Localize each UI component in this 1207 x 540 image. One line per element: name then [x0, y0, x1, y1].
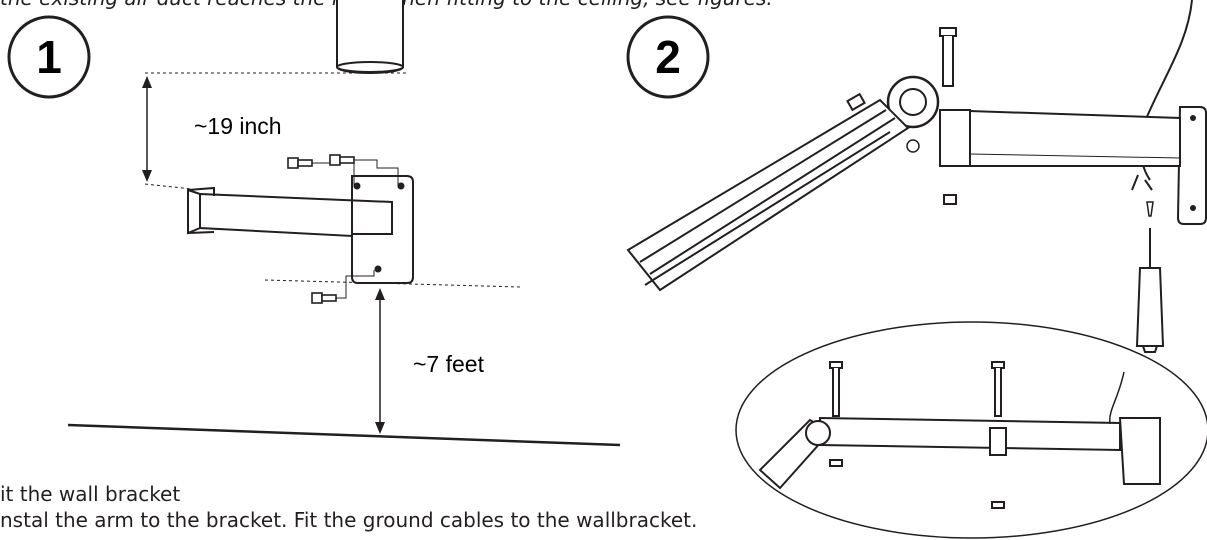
nut-icon — [943, 194, 957, 205]
detail-inset — [735, 321, 1207, 539]
wall-bracket — [1176, 106, 1207, 225]
step-1-badge: 1 — [7, 15, 91, 99]
step-1-caption: it the wall bracket — [0, 482, 181, 506]
measure-19-inch-label: ~19 inch — [194, 113, 282, 139]
screw-icon — [329, 154, 399, 186]
air-duct — [336, 0, 404, 74]
bracket-top-ref-line — [144, 183, 193, 190]
step-1-figure: 1 ~19 inch — [7, 0, 621, 447]
measure-19-inch-arrow — [142, 76, 152, 182]
swing-arm — [626, 92, 910, 292]
step-1-number: 1 — [36, 31, 62, 83]
step-2-caption: nstal the arm to the bracket. Fit the gr… — [0, 508, 698, 532]
measure-7-feet-label: ~7 feet — [413, 351, 485, 377]
bolt-icon — [939, 27, 957, 87]
screw-icon — [311, 270, 375, 304]
step-2-number: 2 — [655, 31, 681, 83]
pivot-joint — [886, 75, 940, 153]
wall-bracket — [187, 175, 414, 284]
step-2-badge: 2 — [626, 15, 710, 99]
screw-icon — [1146, 201, 1154, 217]
floor-line — [67, 423, 621, 447]
screwdriver-icon — [1135, 228, 1165, 353]
step-2-figure: 2 — [626, 0, 1207, 539]
measure-7-feet-arrow — [375, 288, 385, 434]
